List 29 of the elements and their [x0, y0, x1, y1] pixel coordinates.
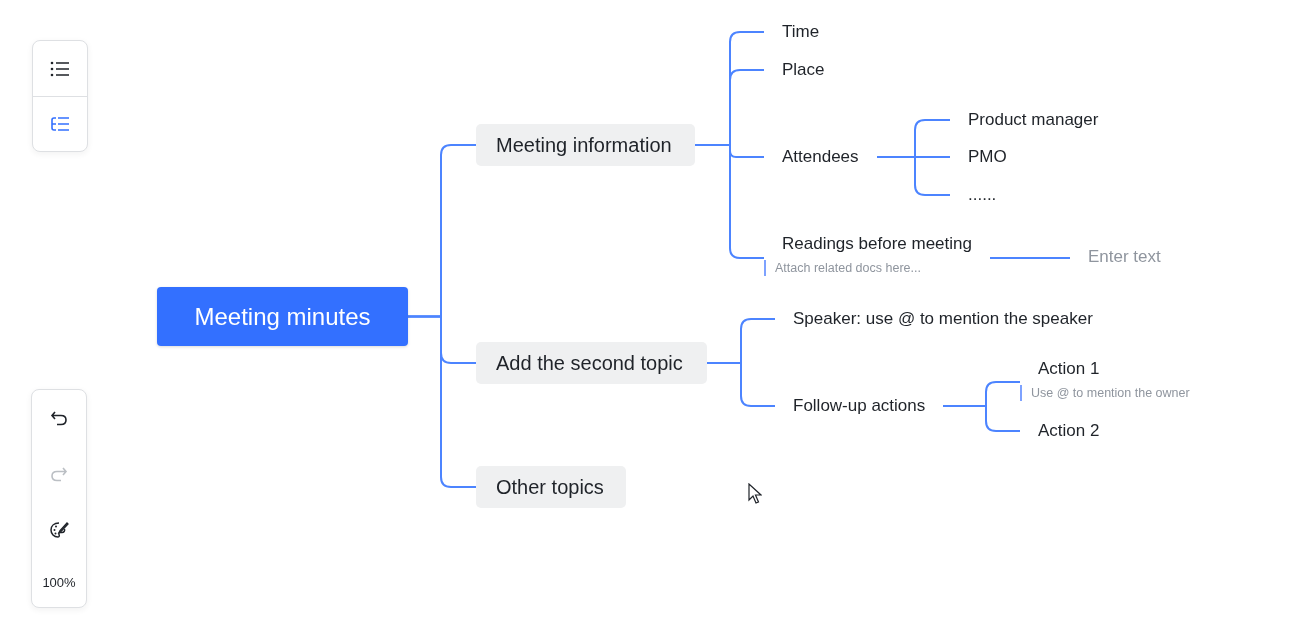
topic-label: Meeting information [496, 133, 673, 157]
zoom-level: 100% [42, 574, 76, 590]
topic-label: Speaker: use @ to mention the speaker [793, 308, 1093, 330]
connector-line [407, 315, 477, 488]
connector-line [706, 362, 776, 407]
topic-note: Attach related docs here... [764, 260, 972, 276]
topic-box [476, 466, 626, 508]
central-topic [157, 287, 408, 346]
topic-label: Place [782, 59, 825, 81]
connector-line [989, 257, 1071, 259]
topic-label: Action 2 [1038, 420, 1100, 442]
connector-line [876, 156, 951, 196]
topic-label: Meeting minutes [194, 302, 371, 331]
topic-label: Action 1 [1038, 358, 1101, 380]
topic-box [476, 124, 695, 166]
topic-label: Attendees [782, 146, 859, 168]
topic-note: Use @ to mention the owner [1020, 385, 1190, 401]
topic-label: Time [782, 21, 820, 43]
topic-label: PMO [968, 146, 1007, 168]
connector-line [694, 144, 765, 259]
topic-label: Follow-up actions [793, 395, 926, 417]
topic-label: Other topics [496, 475, 605, 499]
topic-label: Enter text [1088, 246, 1161, 268]
topic-label: Add the second topic [496, 351, 684, 375]
connector-line [942, 405, 1021, 432]
topic-box [476, 342, 707, 384]
topic-label: ...... [968, 184, 997, 206]
topic-label: Readings before meeting [782, 233, 972, 255]
topic-label: Product manager [968, 109, 1099, 131]
